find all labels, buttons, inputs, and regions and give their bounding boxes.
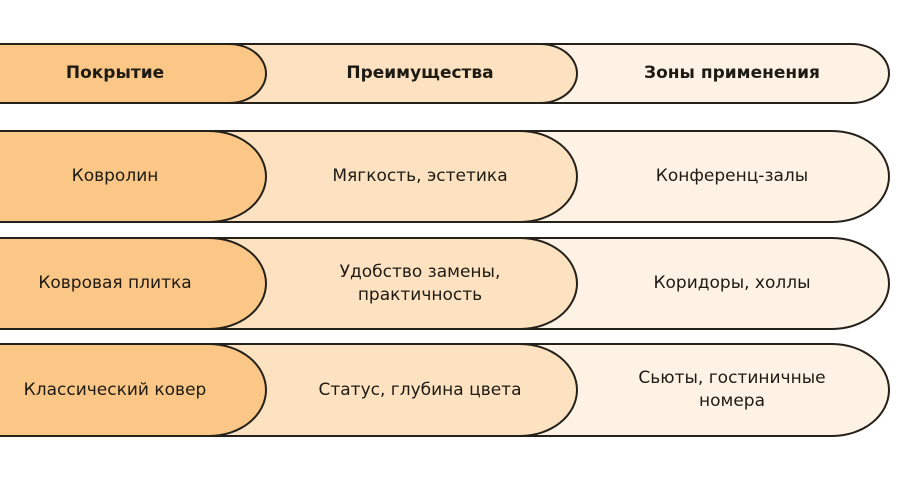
- coating-pill: [0, 130, 267, 223]
- zones-cell: Сьюты, гостиничные номера: [638, 368, 826, 411]
- table-header-row: Покрытие Преимущества Зоны применения: [0, 43, 900, 104]
- zones-cell: Коридоры, холлы: [653, 273, 811, 294]
- advantages-cell: Мягкость, эстетика: [332, 166, 508, 187]
- advantages-cell: Статус, глубина цвета: [318, 379, 522, 400]
- table-row: Ковровая плитка Удобство замены, практич…: [0, 237, 900, 330]
- table-row: Классический ковер Статус, глубина цвета…: [0, 343, 900, 437]
- table-row: Ковролин Мягкость, эстетика Конференц-за…: [0, 130, 900, 223]
- zones-cell: Конференц-залы: [655, 166, 809, 187]
- header-advantages-label: Преимущества: [346, 63, 494, 84]
- advantages-cell: Удобство замены, практичность: [339, 261, 501, 305]
- coating-cell: Классический ковер: [23, 379, 207, 400]
- coating-cell: Ковровая плитка: [38, 273, 192, 294]
- coating-pill: [0, 237, 267, 330]
- header-coating-pill: [0, 43, 267, 104]
- header-zones-label: Зоны применения: [644, 63, 820, 84]
- coating-pill: [0, 343, 267, 437]
- coating-cell: Ковролин: [71, 166, 159, 187]
- header-coating-label: Покрытие: [65, 63, 165, 84]
